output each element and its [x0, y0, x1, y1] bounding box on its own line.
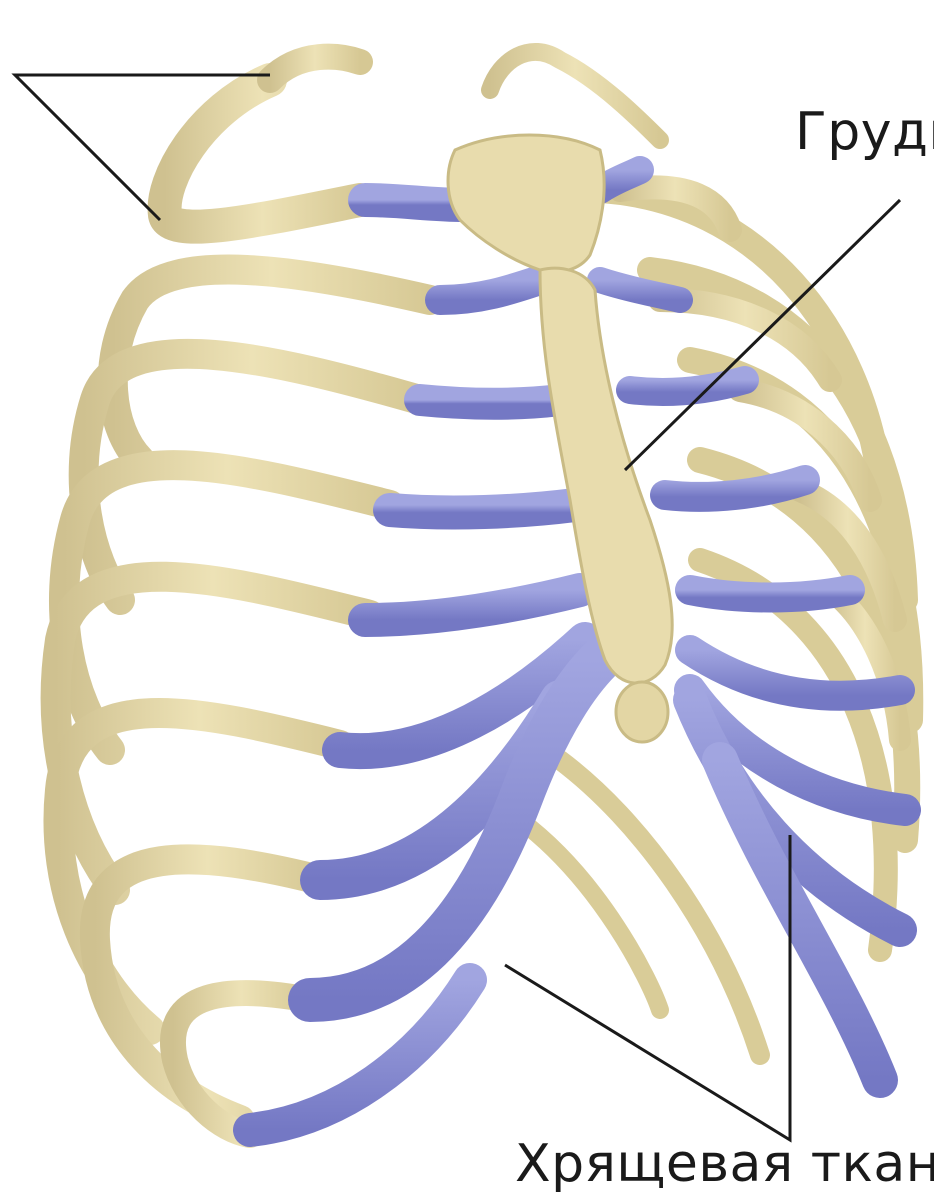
clavicles: [270, 52, 660, 140]
rib-cage-diagram: [0, 0, 934, 1166]
label-cartilage: Хрящевая ткань: [515, 1138, 934, 1190]
label-sternum: Груди: [795, 106, 934, 158]
